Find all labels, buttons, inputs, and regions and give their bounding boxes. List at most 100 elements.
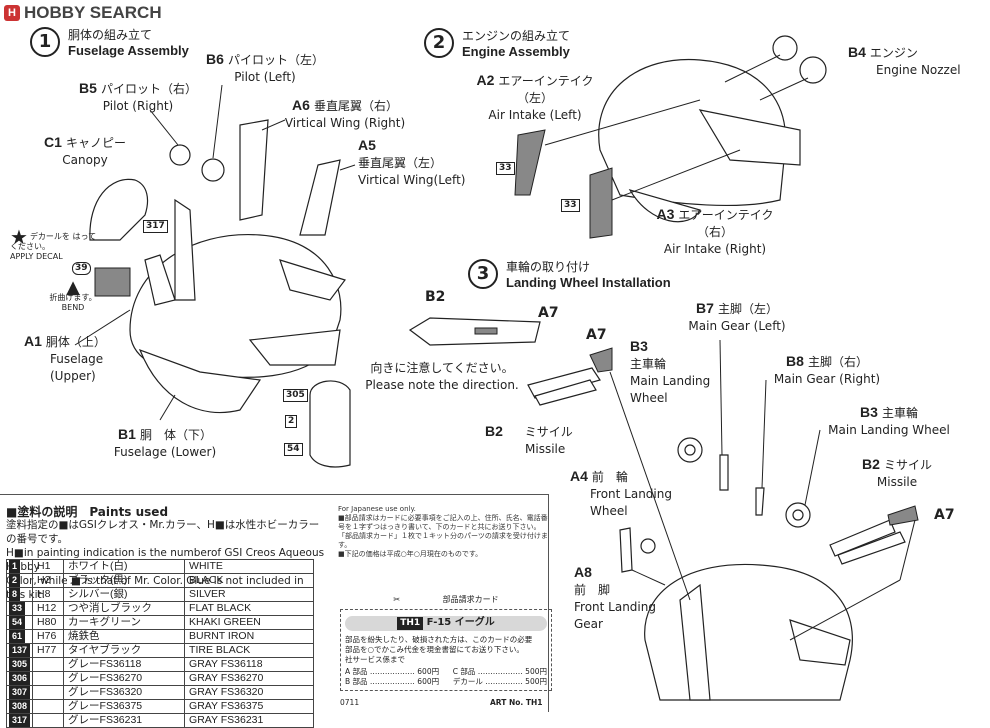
paint-name-en: GRAY FS36118 — [184, 657, 315, 672]
part-label-b2-top: B2 — [425, 289, 446, 305]
paint-hobby-code: H1 — [32, 559, 65, 574]
step-title-en: Landing Wheel Installation — [506, 275, 671, 290]
star-icon: ★ — [10, 225, 28, 249]
paint-name-en: TIRE BLACK — [184, 643, 315, 658]
paint-hobby-code: H77 — [32, 643, 65, 658]
paint-name-en: GRAY FS36270 — [184, 671, 315, 686]
scissors-icon: ✂ — [393, 595, 401, 604]
paint-code: 305 — [5, 657, 34, 672]
paint-name-ja: タイヤブラック — [63, 643, 186, 658]
paint-code: 308 — [5, 699, 34, 714]
part-label-b3-left: B3 主車輪 Main Landing Wheel — [630, 338, 711, 405]
paint-hobby-code: H76 — [32, 629, 65, 644]
fuselage-drawing — [74, 84, 356, 468]
color-badge-317: 317 — [143, 220, 168, 233]
paint-name-ja: カーキグリーン — [63, 615, 186, 630]
paint-name-ja: グレーFS36231 — [63, 713, 186, 728]
color-badge-2: 2 — [285, 415, 298, 428]
paint-name-ja: グレーFS36320 — [63, 685, 186, 700]
paint-code: 33 — [5, 601, 34, 616]
color-badge-305: 305 — [283, 389, 308, 402]
part-label-a7-left: A7 — [586, 327, 607, 343]
paint-code: 1 — [5, 559, 34, 574]
paint-name-en: SILVER — [184, 587, 315, 602]
paint-name-en: WHITE — [184, 559, 315, 574]
footer-art-number: ART No. TH1 — [490, 698, 543, 707]
paint-code: 137 — [5, 643, 34, 658]
footer-code: 0711 — [340, 698, 360, 707]
color-badge-39: 39 — [72, 262, 91, 275]
step-1-heading: 1 胴体の組み立て Fuselage Assembly — [30, 27, 189, 59]
logo-text: HOBBY SEARCH — [24, 3, 162, 22]
card-title: TH1 F-15 イーグル — [345, 616, 547, 631]
section-divider — [0, 494, 548, 495]
paint-name-ja: シルバー(銀) — [63, 587, 186, 602]
paint-code: 8 — [5, 587, 34, 602]
part-label-a7-right: A7 — [934, 507, 955, 523]
paint-name-en: GRAY FS36320 — [184, 685, 315, 700]
step-title-ja: エンジンの組み立て — [462, 29, 571, 43]
step-number: 1 — [30, 27, 60, 57]
color-badge-33: 33 — [496, 162, 515, 175]
paint-hobby-code — [32, 699, 65, 714]
japan-only-note: For Japanese use only. ■部品請求はカードに必要事項をご記… — [338, 505, 548, 558]
paint-hobby-code: H2 — [32, 573, 65, 588]
step-number: 3 — [468, 259, 498, 289]
paint-hobby-code — [32, 657, 65, 672]
step-3-heading: 3 車輪の取り付け Landing Wheel Installation — [468, 259, 671, 291]
part-label-a7-top: A7 — [538, 305, 559, 321]
step-title-ja: 車輪の取り付け — [506, 260, 591, 274]
parts-request-card: TH1 F-15 イーグル 部品を紛失したり、破損された方は、このカードの必要 … — [340, 609, 552, 691]
part-label-b2-left: B2 ミサイル Missile — [485, 423, 573, 456]
part-label-a5: A5 垂直尾翼（左） Virtical Wing(Left) — [358, 137, 466, 187]
color-badge-54: 54 — [284, 443, 303, 456]
paint-name-ja: ホワイト(白) — [63, 559, 186, 574]
bend-note: ▲ 折曲げます。 BEND — [38, 277, 108, 313]
paint-code: 2 — [5, 573, 34, 588]
paint-name-ja: グレーFS36375 — [63, 699, 186, 714]
paint-code: 317 — [5, 713, 34, 728]
section-divider — [548, 494, 549, 712]
bend-icon: ▲ — [66, 277, 80, 298]
step-title-en: Fuselage Assembly — [68, 43, 189, 58]
paint-hobby-code — [32, 671, 65, 686]
step-title-en: Engine Assembly — [462, 44, 570, 59]
paint-hobby-code: H12 — [32, 601, 65, 616]
step-number: 2 — [424, 28, 454, 58]
paint-name-en: BLACK — [184, 573, 315, 588]
engine-drawing — [514, 35, 827, 239]
paint-name-ja: 焼鉄色 — [63, 629, 186, 644]
paint-code: 54 — [5, 615, 34, 630]
hobby-search-logo: H HOBBY SEARCH — [4, 3, 162, 23]
paint-name-en: BURNT IRON — [184, 629, 315, 644]
paint-name-ja: グレーFS36118 — [63, 657, 186, 672]
paint-name-ja: つや消しブラック — [63, 601, 186, 616]
step-2-heading: 2 エンジンの組み立て Engine Assembly — [424, 28, 570, 60]
paint-name-en: GRAY FS36375 — [184, 699, 315, 714]
paint-name-en: GRAY FS36231 — [184, 713, 315, 728]
paint-hobby-code: H80 — [32, 615, 65, 630]
paint-hobby-code: H8 — [32, 587, 65, 602]
paint-code: 61 — [5, 629, 34, 644]
